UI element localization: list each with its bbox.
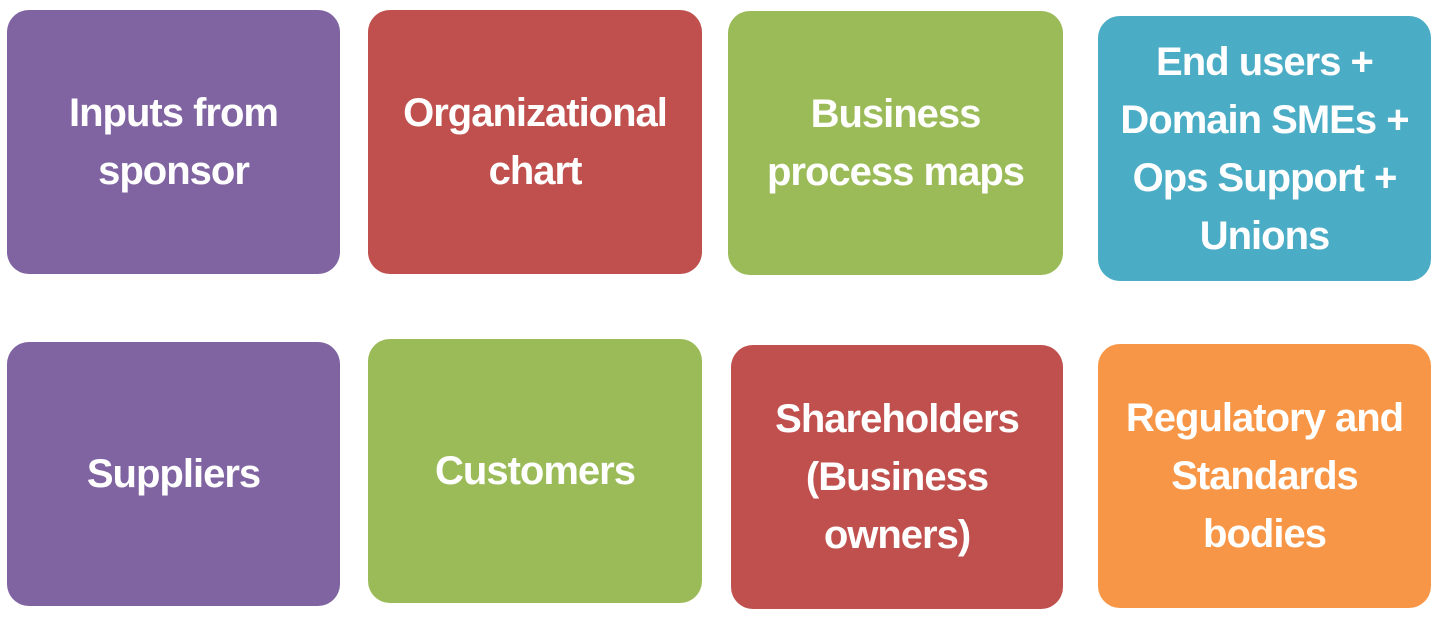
box-label: Organizational chart	[403, 91, 668, 193]
box-suppliers: Suppliers	[7, 342, 340, 606]
box-label: Shareholders (Business owners)	[775, 397, 1020, 557]
box-label: Business process maps	[766, 92, 1025, 194]
box-label: Suppliers	[86, 452, 261, 496]
box-label: End users + Domain SMEs + Ops Support + …	[1120, 39, 1409, 258]
box-customers: Customers	[368, 339, 702, 603]
box-label: Customers	[435, 449, 636, 493]
box-organizational-chart: Organizational chart	[368, 10, 702, 274]
box-label: Inputs from sponsor	[69, 91, 279, 193]
box-inputs-from-sponsor: Inputs from sponsor	[7, 10, 340, 274]
box-end-users: End users + Domain SMEs + Ops Support + …	[1098, 16, 1431, 281]
box-regulatory-standards: Regulatory and Standards bodies	[1098, 344, 1431, 608]
box-label: Regulatory and Standards bodies	[1125, 396, 1404, 556]
box-business-process-maps: Business process maps	[728, 11, 1063, 275]
box-shareholders: Shareholders (Business owners)	[731, 345, 1063, 609]
